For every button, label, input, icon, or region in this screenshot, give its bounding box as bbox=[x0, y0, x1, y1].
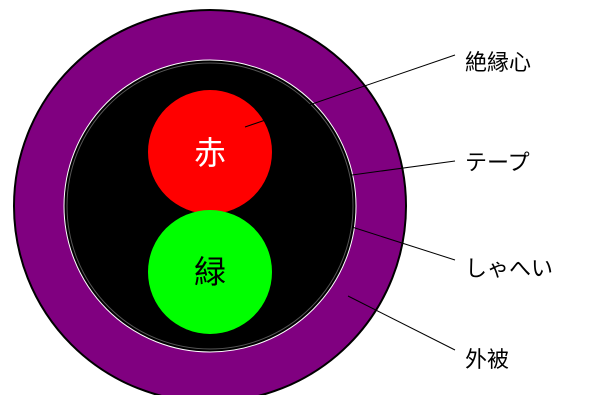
core-green bbox=[148, 210, 272, 334]
label-shield: しゃへい bbox=[465, 257, 554, 282]
leader-tape bbox=[351, 160, 456, 176]
leader-insulated-core bbox=[244, 54, 456, 128]
label-sheath: 外被 bbox=[465, 348, 510, 373]
leader-shield bbox=[351, 226, 456, 261]
leader-sheath bbox=[347, 295, 456, 351]
core-red bbox=[148, 90, 272, 214]
label-insulated-core: 絶縁心 bbox=[465, 51, 532, 76]
core-red-label: 赤 bbox=[194, 134, 226, 172]
core-green-label: 緑 bbox=[194, 253, 226, 291]
label-tape: テープ bbox=[465, 151, 530, 176]
